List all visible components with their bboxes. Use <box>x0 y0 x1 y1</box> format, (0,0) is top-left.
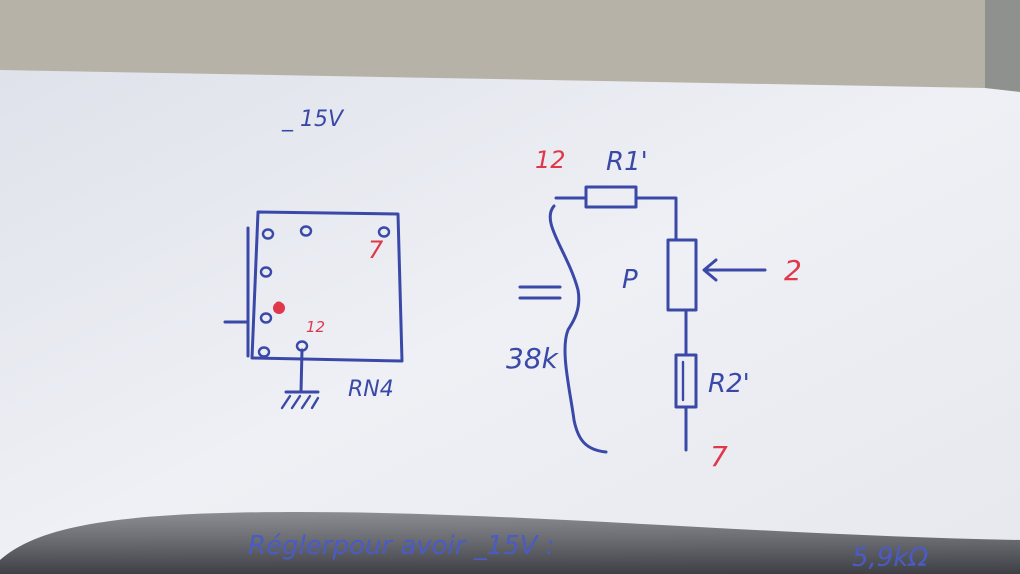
pot-label: P <box>622 265 638 295</box>
pin-hole <box>377 226 391 238</box>
circuit-pin-twelve: 12 <box>535 146 566 174</box>
wiper-pin: 2 <box>784 254 802 287</box>
chip-label: RN4 <box>348 377 394 402</box>
wiper-arrowhead <box>702 258 718 282</box>
chip-drawing: 2 7 12 RN4 <box>223 210 404 410</box>
pin-hole <box>257 346 271 358</box>
r2-label: R2' <box>708 369 750 399</box>
target-resistance: 5,9kΩ <box>852 543 928 573</box>
total-value: 38k <box>506 342 560 375</box>
chip-pin-twelve: 12 <box>306 318 325 336</box>
pin-hole <box>259 312 273 324</box>
ground-lead <box>299 348 304 394</box>
ground-hatch <box>280 394 320 410</box>
pin-hole <box>299 225 313 237</box>
pin-hole <box>259 266 273 278</box>
adjust-note: Réglerpour avoir _15V : <box>248 531 555 561</box>
total-brace <box>548 204 608 454</box>
circuit-pin-seven: 7 <box>710 440 728 473</box>
chip-pin-two: 2 <box>274 300 283 316</box>
pin-hole <box>261 228 275 240</box>
hand-shadow <box>0 512 1020 574</box>
chip-outline <box>250 210 404 363</box>
r1-label: R1' <box>606 147 648 177</box>
supply-note: _ 15V <box>281 107 345 132</box>
r1-to-pot-wire <box>634 196 678 242</box>
circuit-drawing: 12 R1' P 2 R2' 7 38k <box>506 146 802 473</box>
pot-body <box>666 238 698 312</box>
paper-sheet <box>0 70 1020 574</box>
red-pin-marker <box>273 302 285 314</box>
chip-pin-seven: 7 <box>368 236 384 264</box>
